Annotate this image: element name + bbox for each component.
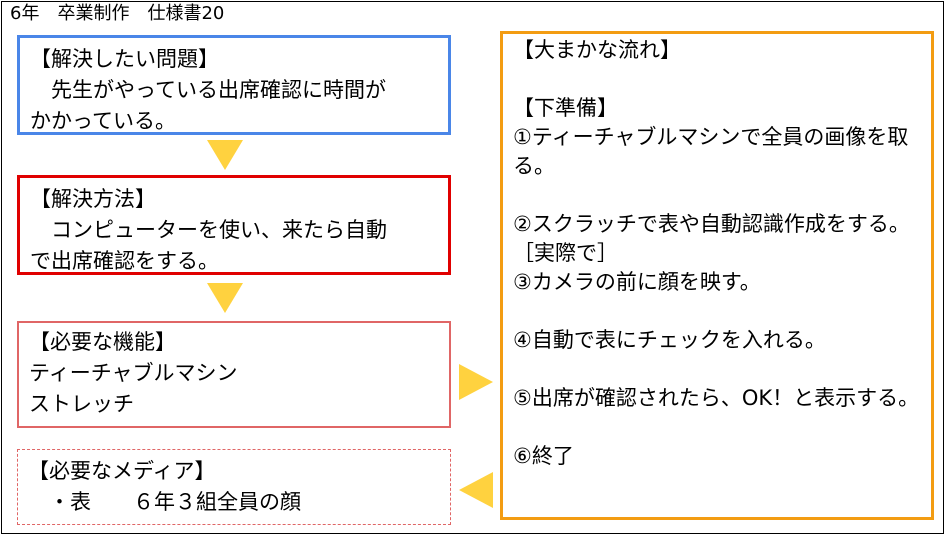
problem-line: かかっている。 [30, 109, 176, 133]
flow-line [513, 413, 921, 442]
flow-line [513, 297, 921, 326]
solution-box: 【解決方法】 コンピューターを使い、来たら自動 で出席確認をする。 [17, 175, 451, 275]
functions-box: 【必要な機能】 ティーチャブルマシン ストレッチ [17, 321, 451, 428]
solution-heading: 【解決方法】 [30, 187, 156, 211]
problem-line: 先生がやっている出席確認に時間が [30, 78, 386, 102]
media-heading: 【必要なメディア】 [28, 459, 216, 483]
problem-box: 【解決したい問題】 先生がやっている出席確認に時間が かかっている。 [17, 35, 451, 135]
arrow-down-icon [207, 283, 243, 313]
solution-line: で出席確認をする。 [30, 249, 219, 273]
flow-line: 【下準備】 [513, 96, 618, 120]
functions-item: ティーチャブルマシン [29, 361, 238, 385]
flow-line: ⑤出席が確認されたら、OK！と表示する。 [513, 386, 920, 410]
flow-line: ①ティーチャブルマシンで全員の画像を取る。 [513, 125, 909, 178]
arrow-left-icon [459, 472, 493, 508]
problem-heading: 【解決したい問題】 [30, 47, 219, 71]
solution-line: コンピューターを使い、来たら自動 [30, 218, 387, 242]
arrow-right-icon [459, 364, 493, 400]
flow-heading: 【大まかな流れ】 [513, 38, 681, 62]
flow-line: ⑥終了 [513, 444, 574, 468]
page-title: 6年 卒業制作 仕様書20 [10, 3, 225, 24]
flow-box: 【大まかな流れ】 【下準備】 ①ティーチャブルマシンで全員の画像を取る。 ②スク… [500, 31, 934, 520]
flow-line: ③カメラの前に顔を映す。 [513, 270, 761, 294]
flow-line [513, 65, 921, 94]
functions-item: ストレッチ [29, 392, 134, 416]
flow-line: ④自動で表にチェックを入れる。 [513, 328, 826, 352]
arrow-down-icon [207, 140, 243, 170]
flow-line [513, 355, 921, 384]
functions-heading: 【必要な機能】 [29, 330, 176, 354]
flow-line: ［実際で］ [513, 241, 618, 265]
media-item: ・表 ６年３組全員の顔 [28, 490, 301, 514]
flow-line: ②スクラッチで表や自動認識作成をする。 [513, 212, 910, 236]
media-box: 【必要なメディア】 ・表 ６年３組全員の顔 [17, 449, 451, 525]
flow-line [513, 181, 921, 210]
